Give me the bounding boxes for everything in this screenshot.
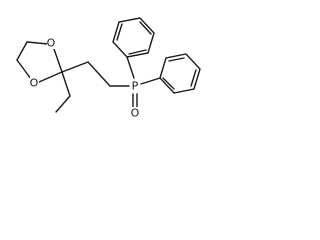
bond-ch2a-ch2b: [87, 61, 111, 87]
bond-c5-obottom: [16, 59, 32, 80]
bond-otop-c4: [26, 41, 49, 45]
bond-p-ipso-right: [140, 77, 161, 85]
aromatic-inner-bond-right-1: [168, 57, 185, 62]
atom-labels: O O P O: [30, 37, 140, 120]
oxygen-ring-top-label: O: [47, 37, 56, 50]
phenyl-ring-right: [140, 53, 201, 94]
oxygen-phosphoryl-label: O: [131, 107, 140, 120]
bond-c2-ch2-ethyl: [61, 71, 71, 97]
bond-c4-c5: [16, 41, 28, 61]
aromatic-inner-bond-right-2: [190, 69, 197, 87]
phosphoryl-double-bond: [132, 93, 138, 109]
aromatic-inner-bond-upper-2: [139, 21, 152, 35]
label-bg-p: [130, 80, 140, 92]
label-bg-o-phosphoryl: [131, 107, 140, 119]
phenyl-ring-upper: [112, 17, 155, 79]
dioxolane-ring: [16, 41, 63, 83]
chemical-structure-diagram: O O P O: [16, 17, 201, 120]
ethyl-group: [55, 71, 71, 113]
aromatic-inner-bond-upper-3: [128, 49, 147, 55]
oxygen-ring-bottom-label: O: [30, 77, 39, 90]
bond-obottom-c2: [38, 71, 63, 83]
bond-c2-ch2a: [61, 61, 89, 73]
bond-p-ipso-upper: [126, 56, 135, 79]
aromatic-inner-bond-upper-1: [116, 23, 123, 41]
bond-c2-otop: [53, 48, 63, 73]
label-bg-o-top: [47, 37, 56, 49]
label-bg-o-bottom: [30, 77, 39, 89]
benzene-hexagon-right: [159, 53, 201, 94]
bond-ethyl-ch3: [55, 95, 71, 113]
benzene-hexagon-upper: [112, 17, 155, 58]
aromatic-inner-bond-right-3: [162, 77, 175, 90]
ethylene-linker: [61, 61, 130, 87]
phosphorus-label: P: [132, 80, 139, 93]
